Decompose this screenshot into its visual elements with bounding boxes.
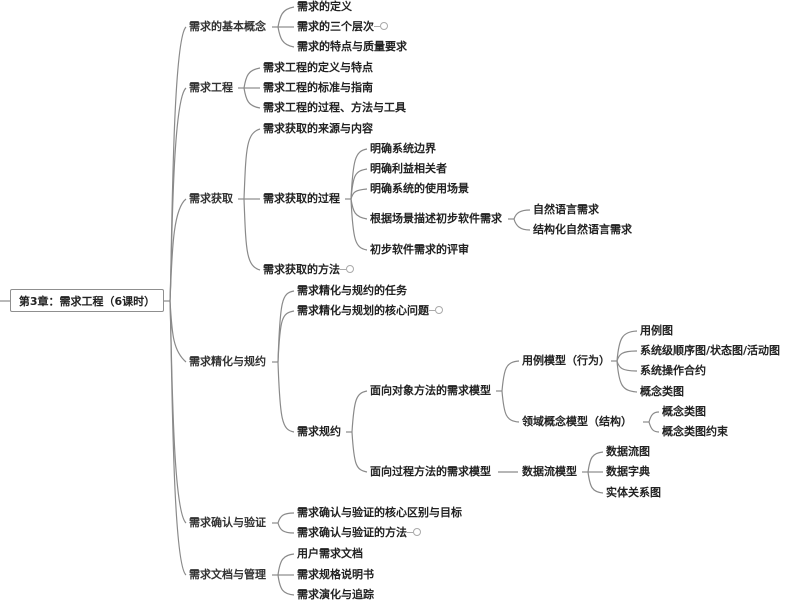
- node-dataflow-model[interactable]: 数据流模型: [522, 465, 577, 478]
- node-refinement-core-issues[interactable]: 需求精化与规划的核心问题: [297, 304, 443, 318]
- node-er-diagram[interactable]: 实体关系图: [606, 486, 661, 499]
- node-dfd[interactable]: 数据流图: [606, 445, 650, 458]
- node-definition[interactable]: 需求的定义: [297, 0, 352, 13]
- node-process-model[interactable]: 面向过程方法的需求模型: [370, 465, 491, 478]
- node-three-levels[interactable]: 需求的三个层次: [297, 20, 388, 34]
- node-domain-model[interactable]: 领域概念模型（结构）: [522, 415, 632, 428]
- node-validation-verification[interactable]: 需求确认与验证: [189, 516, 266, 529]
- node-user-requirements-doc[interactable]: 用户需求文档: [297, 547, 363, 560]
- node-operation-contracts[interactable]: 系统操作合约: [640, 364, 706, 377]
- node-sequence-state-activity[interactable]: 系统级顺序图/状态图/活动图: [640, 344, 781, 357]
- node-requirements-engineering[interactable]: 需求工程: [189, 81, 233, 94]
- node-elicitation[interactable]: 需求获取: [189, 192, 233, 205]
- node-refinement-specification[interactable]: 需求精化与规约: [189, 355, 266, 368]
- node-scenario-requirements[interactable]: 根据场景描述初步软件需求: [370, 212, 502, 225]
- node-label: 需求精化与规划的核心问题: [297, 304, 429, 317]
- node-system-boundary[interactable]: 明确系统边界: [370, 142, 436, 155]
- node-domain-class-diagram[interactable]: 概念类图: [662, 405, 706, 418]
- node-label: 需求获取的方法: [263, 263, 340, 276]
- node-use-case-diagram[interactable]: 用例图: [640, 324, 673, 337]
- node-requirements-review[interactable]: 初步软件需求的评审: [370, 243, 469, 256]
- node-evolution-tracing[interactable]: 需求演化与追踪: [297, 588, 374, 601]
- node-specification[interactable]: 需求规约: [297, 425, 341, 438]
- collapsed-indicator-icon[interactable]: [407, 528, 421, 536]
- node-label: 需求确认与验证的方法: [297, 526, 407, 539]
- node-documentation-management[interactable]: 需求文档与管理: [189, 568, 266, 581]
- collapsed-indicator-icon[interactable]: [429, 306, 443, 314]
- node-stakeholders[interactable]: 明确利益相关者: [370, 162, 447, 175]
- node-domain-class-constraints[interactable]: 概念类图约束: [662, 425, 728, 438]
- node-elicitation-process[interactable]: 需求获取的过程: [263, 192, 340, 205]
- node-label: 需求的三个层次: [297, 20, 374, 33]
- root-node[interactable]: 第3章：需求工程（6课时）: [10, 289, 164, 312]
- node-use-case-model[interactable]: 用例模型（行为）: [522, 354, 610, 367]
- node-re-definition[interactable]: 需求工程的定义与特点: [263, 61, 373, 74]
- node-vv-methods[interactable]: 需求确认与验证的方法: [297, 526, 421, 540]
- node-elicitation-sources[interactable]: 需求获取的来源与内容: [263, 122, 373, 135]
- node-refinement-tasks[interactable]: 需求精化与规约的任务: [297, 284, 407, 297]
- node-re-process[interactable]: 需求工程的过程、方法与工具: [263, 101, 406, 114]
- node-basic-concepts[interactable]: 需求的基本概念: [189, 20, 266, 33]
- collapsed-indicator-icon[interactable]: [374, 22, 388, 30]
- node-data-dictionary[interactable]: 数据字典: [606, 465, 650, 478]
- node-re-standards[interactable]: 需求工程的标准与指南: [263, 81, 373, 94]
- node-oo-model[interactable]: 面向对象方法的需求模型: [370, 384, 491, 397]
- node-srs[interactable]: 需求规格说明书: [297, 568, 374, 581]
- node-concept-class-diagram[interactable]: 概念类图: [640, 385, 684, 398]
- node-natural-language[interactable]: 自然语言需求: [533, 203, 599, 216]
- root-node-label: 第3章：需求工程（6课时）: [18, 294, 156, 308]
- node-structured-natural-language[interactable]: 结构化自然语言需求: [533, 223, 632, 236]
- collapsed-indicator-icon[interactable]: [340, 265, 354, 273]
- node-characteristics-quality[interactable]: 需求的特点与质量要求: [297, 40, 407, 53]
- node-vv-differences[interactable]: 需求确认与验证的核心区别与目标: [297, 506, 462, 519]
- node-elicitation-methods[interactable]: 需求获取的方法: [263, 263, 354, 277]
- node-usage-scenarios[interactable]: 明确系统的使用场景: [370, 182, 469, 195]
